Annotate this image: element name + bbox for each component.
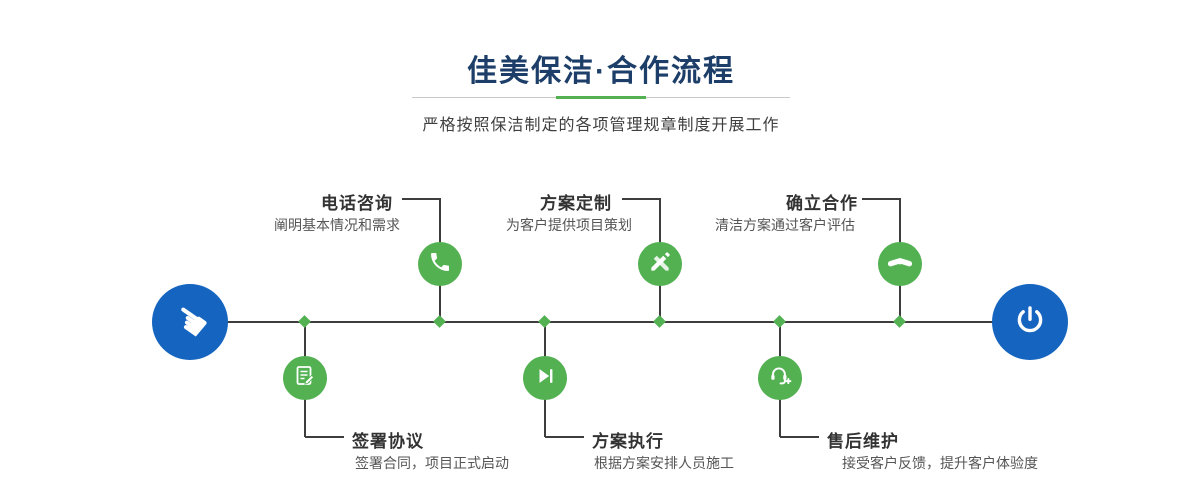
step-desc-plan-design: 为客户提供项目策划 <box>506 217 632 233</box>
step-node-phone-consult <box>418 242 462 286</box>
handshake-icon <box>886 248 914 281</box>
timeline-marker <box>653 315 666 328</box>
step-node-establish-cooperation <box>878 242 922 286</box>
step-desc-phone-consult: 阐明基本情况和需求 <box>274 217 400 233</box>
title-divider-accent <box>556 96 646 99</box>
step-node-plan-design <box>638 242 682 286</box>
step-desc-plan-execution: 根据方案安排人员施工 <box>594 455 734 471</box>
design-pencil-icon <box>647 249 673 280</box>
step-node-plan-execution <box>523 356 567 400</box>
connector-line <box>862 198 901 200</box>
step-title-plan-design: 方案定制 <box>540 194 612 213</box>
step-title-sign-agreement: 签署协议 <box>352 432 424 451</box>
timeline-start-node: ☚ <box>152 284 228 360</box>
step-title-establish-cooperation: 确立合作 <box>786 194 858 213</box>
page-subtitle: 严格按照保洁制定的各项管理规章制度开展工作 <box>422 117 780 134</box>
connector-line <box>622 198 661 200</box>
connector-line <box>780 436 819 438</box>
step-desc-sign-agreement: 签署合同，项目正式启动 <box>355 455 509 471</box>
contract-sign-icon <box>293 364 317 393</box>
timeline-marker <box>298 315 311 328</box>
timeline-marker <box>893 315 906 328</box>
timeline-marker <box>538 315 551 328</box>
timeline <box>190 321 1030 323</box>
step-node-after-sales <box>758 356 802 400</box>
step-title-plan-execution: 方案执行 <box>592 432 664 451</box>
step-desc-establish-cooperation: 清洁方案通过客户评估 <box>715 217 855 233</box>
step-desc-after-sales: 接受客户反馈，提升客户体验度 <box>842 455 1038 471</box>
timeline-end-node <box>992 284 1068 360</box>
step-title-phone-consult: 电话咨询 <box>321 194 393 213</box>
step-title-after-sales: 售后维护 <box>827 432 899 451</box>
step-node-sign-agreement <box>283 356 327 400</box>
timeline-marker <box>773 315 786 328</box>
timeline-marker <box>433 315 446 328</box>
phone-icon <box>428 250 452 279</box>
title-divider <box>412 96 790 99</box>
connector-line <box>402 198 441 200</box>
power-icon <box>1013 303 1047 342</box>
play-execute-icon <box>534 365 556 392</box>
pointer-hand-icon: ☚ <box>162 292 218 352</box>
connector-line <box>305 436 344 438</box>
page-title: 佳美保洁·合作流程 <box>467 55 735 88</box>
customer-service-icon <box>767 363 793 394</box>
connector-line <box>545 436 584 438</box>
